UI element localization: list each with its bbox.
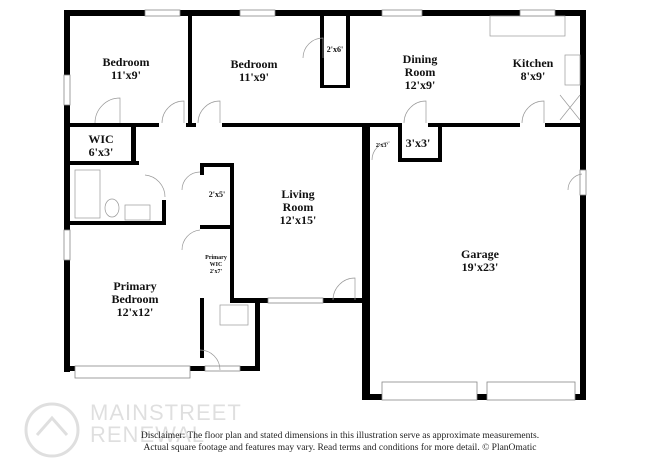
- room-size: 3'x3': [406, 136, 431, 150]
- room-name: Primary: [113, 279, 156, 293]
- disclaimer-line: Actual square footage and features may v…: [143, 443, 537, 453]
- room-name: Living: [281, 187, 314, 201]
- room-size: 2'x7': [210, 269, 223, 275]
- disclaimer: Disclaimer: The floor plan and stated di…: [40, 430, 640, 454]
- room-name: Room: [283, 200, 314, 214]
- room-name: Dining: [403, 52, 438, 66]
- room-name: Bedroom: [230, 57, 277, 71]
- room-size: 12'x15': [280, 213, 317, 227]
- room-size: 8'x9': [521, 69, 546, 83]
- walls: [64, 10, 586, 400]
- doors: [74, 15, 583, 371]
- room-size: 12'x9': [405, 78, 436, 92]
- room-size: 2'x3': [376, 143, 389, 149]
- disclaimer-line: Disclaimer: The floor plan and stated di…: [140, 431, 540, 441]
- room-labels: Bedroom 11'x9' Bedroom 11'x9' 2'x6' Dini…: [88, 45, 553, 319]
- room-name: Garage: [461, 247, 500, 261]
- room-name: WIC: [210, 262, 223, 268]
- room-size: 19'x23': [462, 260, 499, 274]
- room-name: Room: [405, 65, 436, 79]
- room-name: WIC: [88, 132, 113, 146]
- room-size: 12'x12': [117, 305, 154, 319]
- room-size: 6'x3': [89, 145, 114, 159]
- room-name: Bedroom: [111, 292, 158, 306]
- room-size: 11'x9': [111, 68, 141, 82]
- room-name: Bedroom: [102, 55, 149, 69]
- windows: [63, 9, 587, 401]
- room-size: 2'x5': [209, 190, 225, 199]
- room-name: Kitchen: [513, 56, 554, 70]
- room-size: 11'x9': [239, 70, 269, 84]
- room-size: 2'x6': [327, 45, 343, 54]
- room-name: Primary: [205, 255, 227, 261]
